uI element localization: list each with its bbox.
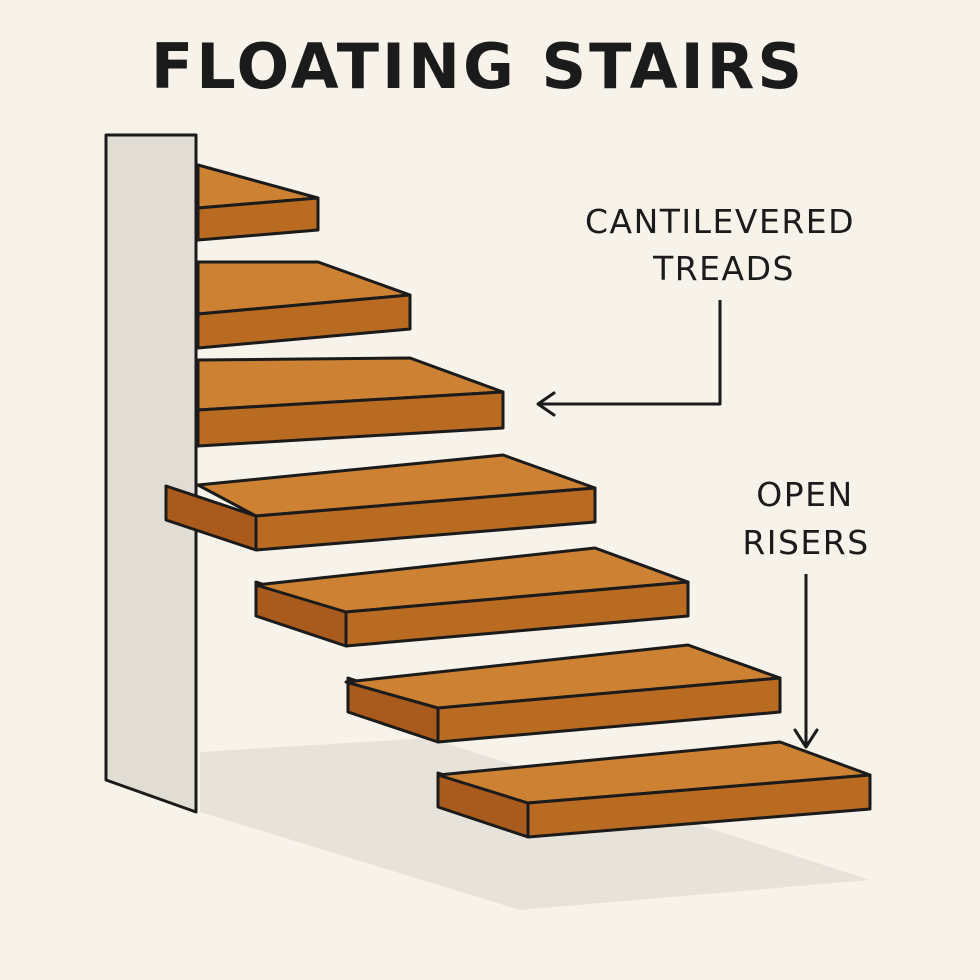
callout-cantilevered-treads: CANTILEVERED TREADS	[536, 202, 855, 417]
tread-5	[254, 546, 690, 648]
callout-risers-line1: OPEN	[756, 475, 853, 514]
tread-4	[164, 453, 597, 552]
tread-2	[196, 260, 412, 350]
tread-front-face	[196, 196, 320, 242]
tread-front-face	[526, 773, 872, 839]
wall-face	[104, 133, 198, 814]
tread-front-face	[196, 293, 412, 350]
tread-3	[196, 356, 505, 448]
tread-6	[344, 643, 782, 744]
wall	[104, 133, 198, 814]
page-title: FLOATING STAIRS	[151, 30, 805, 103]
callout-treads-arrow-line	[540, 300, 722, 406]
tread-front-face	[344, 580, 690, 648]
tread-1	[196, 163, 320, 242]
arrow-left-icon	[536, 391, 556, 417]
arrow-down-icon	[793, 728, 819, 749]
tread-front-face	[254, 486, 597, 552]
callout-open-risers: OPEN RISERS	[742, 475, 869, 749]
treads-group	[164, 163, 872, 839]
tread-7	[436, 740, 872, 839]
tread-front-face	[436, 676, 782, 744]
callout-treads-line1: CANTILEVERED	[585, 202, 855, 241]
callout-risers-line2: RISERS	[742, 523, 869, 562]
tread-front-face	[196, 390, 505, 448]
callout-treads-line2: TREADS	[652, 249, 795, 288]
